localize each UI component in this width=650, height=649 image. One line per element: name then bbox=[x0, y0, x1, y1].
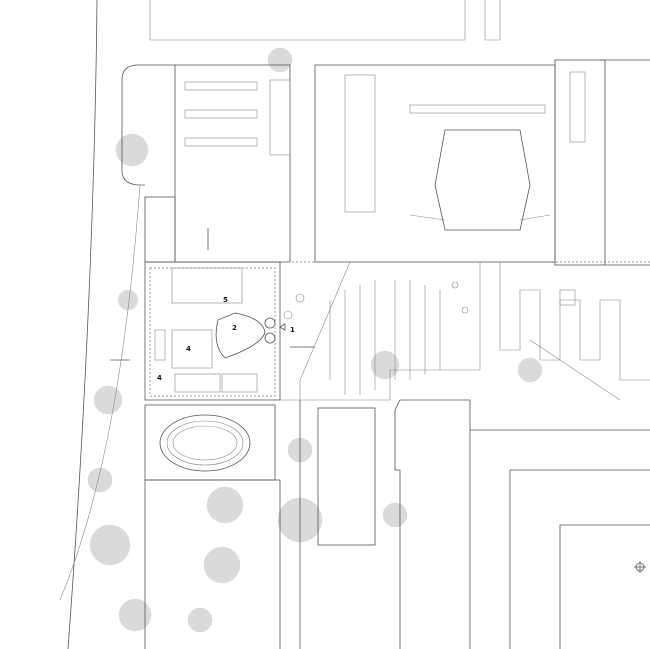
tree bbox=[117, 289, 139, 311]
roads bbox=[59, 0, 501, 649]
oval-building bbox=[144, 404, 276, 481]
plaza bbox=[280, 261, 650, 401]
lower-blocks bbox=[144, 399, 650, 649]
entrance-triangle-icon bbox=[279, 323, 286, 331]
column-marker bbox=[264, 317, 276, 329]
markers bbox=[110, 359, 646, 573]
tree bbox=[87, 467, 113, 493]
tree bbox=[370, 350, 400, 380]
tree bbox=[267, 47, 293, 73]
room-label: 1 bbox=[290, 326, 295, 334]
tree bbox=[382, 502, 408, 528]
parking-building bbox=[144, 64, 291, 263]
tree bbox=[517, 357, 543, 383]
large-building bbox=[314, 59, 650, 266]
tree bbox=[206, 486, 244, 524]
column-marker bbox=[264, 332, 276, 344]
tree bbox=[203, 546, 241, 584]
room-label: 5 bbox=[223, 296, 228, 304]
room-label: 4 bbox=[186, 345, 191, 353]
room-label: 2 bbox=[232, 324, 237, 332]
tree bbox=[187, 607, 213, 633]
central-building: 1 2 4 4 5 bbox=[144, 261, 315, 401]
tree bbox=[118, 598, 152, 632]
tree bbox=[89, 524, 131, 566]
room-label: 4 bbox=[157, 374, 162, 382]
tree bbox=[115, 133, 149, 167]
tree bbox=[93, 385, 123, 415]
